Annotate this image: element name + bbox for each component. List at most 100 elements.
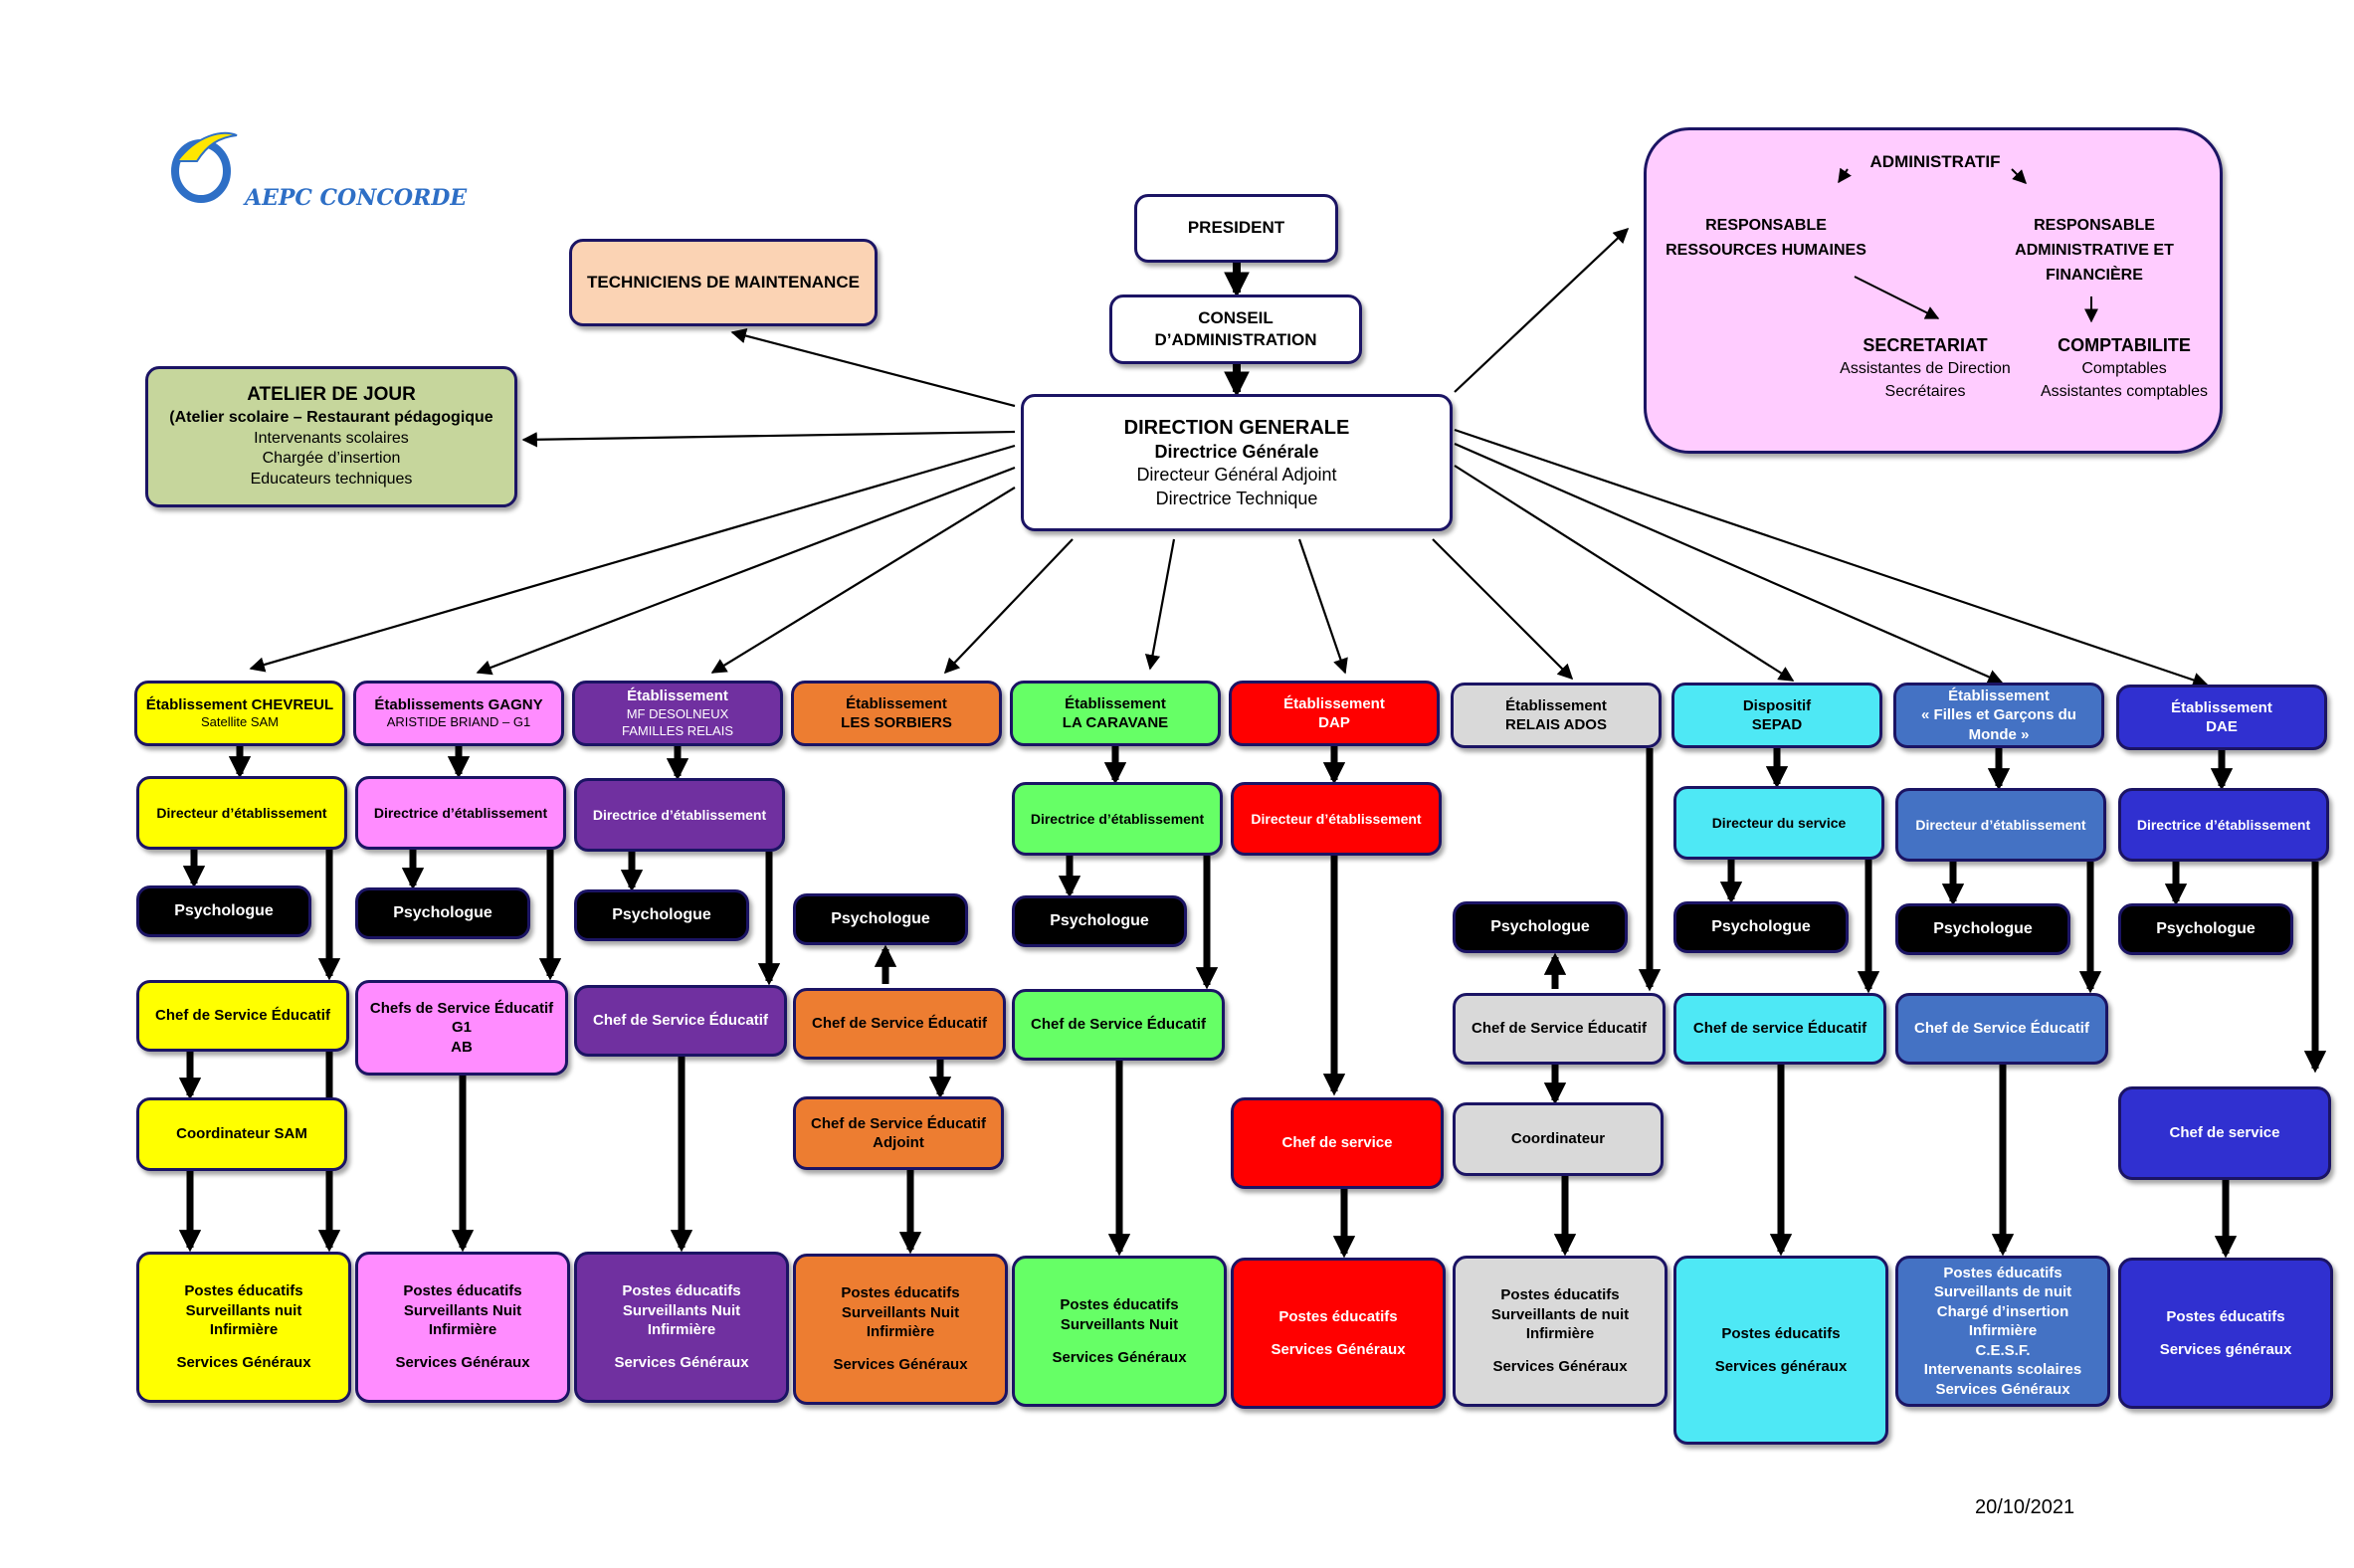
secretariat-title: SECRETARIAT bbox=[1863, 335, 1988, 355]
establishment-header-line: Établissement bbox=[1505, 696, 1607, 714]
director-box: Directrice d’établissement bbox=[574, 778, 785, 852]
establishment-header-line: Établissement bbox=[846, 694, 947, 712]
conseil-line: D’ADMINISTRATION bbox=[1154, 330, 1317, 349]
psychologue-box-line: Psychologue bbox=[174, 901, 274, 919]
psychologue-box: Psychologue bbox=[574, 889, 749, 941]
chef-de-service-box: Chef de Service Éducatif bbox=[793, 988, 1006, 1060]
postes-box-line: Services Généraux bbox=[1271, 1340, 1406, 1358]
psychologue-box: Psychologue bbox=[2118, 903, 2293, 955]
postes-box-line: Surveillants Nuit bbox=[1060, 1315, 1179, 1333]
psychologue-box: Psychologue bbox=[355, 887, 530, 939]
director-box-line: Directrice d’établissement bbox=[2136, 816, 2311, 833]
establishment-header-line: DAE bbox=[2206, 718, 2238, 735]
document-date: 20/10/2021 bbox=[1975, 1496, 2075, 1518]
establishment-header-line: Dispositif bbox=[1742, 696, 1812, 714]
postes-box-line: Postes éducatifs bbox=[1721, 1324, 1841, 1342]
chef-de-service-box: Chef de Service Éducatif bbox=[1012, 989, 1225, 1061]
postes-box-line: Services Généraux bbox=[614, 1354, 749, 1372]
psychologue-box-line: Psychologue bbox=[1933, 919, 2033, 937]
comptabilite-line: Assistantes comptables bbox=[2040, 382, 2209, 400]
thin-arrow-group bbox=[249, 227, 2209, 687]
psychologue-box-line: Psychologue bbox=[831, 909, 930, 927]
establishment-header-line: FAMILLES RELAIS bbox=[622, 722, 733, 738]
direction-title: DIRECTION GENERALE bbox=[1123, 416, 1350, 439]
postes-box-line: Postes éducatifs bbox=[2166, 1307, 2285, 1325]
direction-to-establishment-arrow bbox=[1144, 538, 1176, 671]
techniciens-label: TECHNICIENS DE MAINTENANCE bbox=[587, 272, 860, 292]
director-box-line: Directrice d’établissement bbox=[592, 806, 767, 823]
chef-extra-box-line: Adjoint bbox=[873, 1134, 924, 1151]
establishment-header-line: « Filles et Garçons du bbox=[1921, 706, 2076, 724]
psychologue-box: Psychologue bbox=[136, 885, 311, 937]
direction-to-establishment-arrow bbox=[249, 444, 1016, 673]
establishment-header-line: MF DESOLNEUX bbox=[626, 705, 729, 721]
president-label: PRESIDENT bbox=[1187, 218, 1285, 238]
establishment-header-line: Établissement bbox=[1948, 686, 2050, 704]
conseil-box: CONSEIL D’ADMINISTRATION bbox=[1109, 294, 1362, 364]
postes-box-line: Postes éducatifs bbox=[184, 1282, 303, 1300]
chef-de-service-box-line: AB bbox=[451, 1038, 473, 1056]
chef-extra-box: Coordinateur SAM bbox=[136, 1097, 347, 1171]
chef-extra-box-line: Coordinateur SAM bbox=[176, 1125, 307, 1143]
atelier-title: ATELIER DE JOUR bbox=[247, 384, 416, 406]
postes-box-line: Chargé d’insertion bbox=[1936, 1302, 2069, 1320]
direction-to-establishment-arrow bbox=[1432, 538, 1574, 681]
chef-de-service-box-line: Chef de service bbox=[2169, 1124, 2280, 1142]
administratif-title: ADMINISTRATIF bbox=[1869, 152, 2001, 171]
postes-box-line: Services Généraux bbox=[395, 1354, 530, 1372]
establishment-header-line: Établissement CHEVREUL bbox=[145, 695, 334, 713]
direction-to-establishment-arrow bbox=[1454, 465, 1795, 682]
psychologue-box: Psychologue bbox=[1453, 901, 1628, 953]
comptabilite-line: Comptables bbox=[2081, 360, 2167, 378]
postes-box-line: Surveillants Nuit bbox=[622, 1301, 741, 1319]
direction-to-establishment-arrow bbox=[1454, 428, 2209, 687]
rh-line: RESPONSABLE bbox=[1705, 217, 1827, 234]
establishment-header-line: LA CARAVANE bbox=[1062, 714, 1169, 731]
director-box-line: Directeur du service bbox=[1711, 814, 1847, 831]
establishment-header-line: Établissements GAGNY bbox=[374, 695, 543, 713]
chef-de-service-box-line: Chef de Service Éducatif bbox=[155, 1007, 330, 1025]
chef-extra-box: Coordinateur bbox=[1453, 1102, 1664, 1176]
chef-extra-box-line: Coordinateur bbox=[1510, 1130, 1606, 1148]
chef-de-service-box-line: Chef de service bbox=[1281, 1134, 1393, 1152]
director-box-line: Directrice d’établissement bbox=[373, 804, 548, 821]
postes-box-line: Infirmière bbox=[209, 1321, 279, 1339]
president-box: PRESIDENT bbox=[1134, 194, 1338, 263]
psychologue-box: Psychologue bbox=[1673, 901, 1849, 953]
administratif-box: ADMINISTRATIF RESPONSABLE RESSOURCES HUM… bbox=[1644, 127, 2223, 454]
postes-box-line: Infirmière bbox=[1968, 1322, 2038, 1340]
direction-generale-box: DIRECTION GENERALE Directrice Générale D… bbox=[1021, 394, 1453, 531]
administratif-arrows bbox=[1838, 167, 2098, 323]
secretariat-line: Secrétaires bbox=[1884, 382, 1966, 400]
raf-line: ADMINISTRATIVE ET bbox=[2015, 241, 2174, 259]
direction-to-establishment-arrow bbox=[1297, 538, 1348, 675]
establishment-header-line: DAP bbox=[1318, 714, 1350, 731]
postes-box-line: Infirmière bbox=[428, 1321, 497, 1339]
postes-box-line: Services Généraux bbox=[1935, 1380, 2070, 1398]
establishment-header-line: ARISTIDE BRIAND – G1 bbox=[386, 714, 531, 730]
postes-box-line: Postes éducatifs bbox=[1060, 1296, 1179, 1313]
director-box: Directeur du service bbox=[1673, 786, 1884, 860]
postes-box-line: Postes éducatifs bbox=[622, 1282, 741, 1300]
conseil-line: CONSEIL bbox=[1198, 307, 1274, 327]
atelier-line: Educateurs techniques bbox=[250, 471, 413, 489]
postes-box-line: Services Généraux bbox=[176, 1354, 311, 1372]
postes-box-line: Infirmière bbox=[1525, 1325, 1595, 1343]
postes-box-line: Services Généraux bbox=[1492, 1358, 1628, 1376]
director-box: Directeur d’établissement bbox=[1231, 782, 1442, 856]
establishment-header-line: Établissement bbox=[1283, 694, 1385, 712]
psychologue-box-line: Psychologue bbox=[393, 903, 492, 921]
chef-de-service-box: Chef de Service Éducatif bbox=[574, 985, 787, 1057]
chef-de-service-box-line: G1 bbox=[451, 1019, 472, 1037]
postes-box-line: Surveillants de nuit bbox=[1933, 1283, 2072, 1301]
postes-box-line: Services généraux bbox=[2159, 1340, 2292, 1358]
